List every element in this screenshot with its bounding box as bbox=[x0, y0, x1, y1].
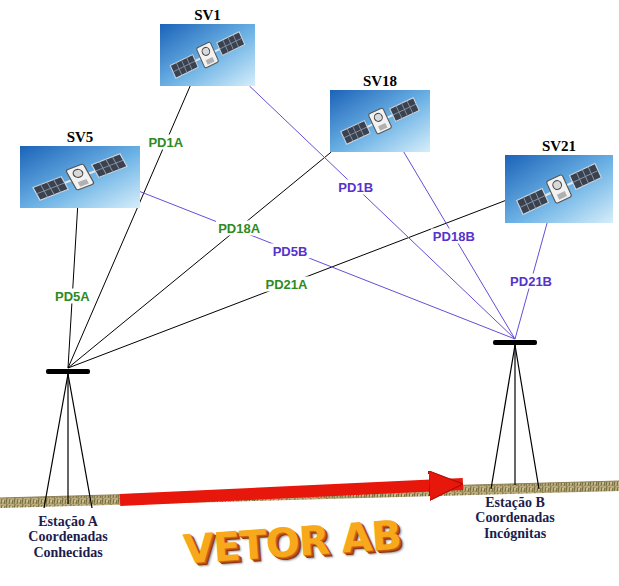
pseudorange-label: PD21A bbox=[264, 277, 310, 292]
satellite-picture bbox=[20, 146, 140, 208]
tripod-leg bbox=[515, 345, 539, 489]
range-line bbox=[404, 152, 515, 339]
tripod-leg bbox=[514, 345, 515, 485]
pseudorange-label: PD5B bbox=[271, 243, 310, 258]
tripod-leg bbox=[68, 374, 92, 508]
tripod-leg bbox=[44, 374, 68, 508]
antenna-bar bbox=[46, 369, 90, 374]
satellite-node: SV18 bbox=[330, 72, 430, 152]
satellite-icon bbox=[505, 155, 613, 223]
satellite-node: SV21 bbox=[505, 137, 613, 223]
range-line bbox=[249, 86, 515, 339]
station-node: Estação A Coordenadas Conhecidas bbox=[16, 368, 120, 560]
satellite-icon bbox=[330, 90, 430, 152]
satellite-picture bbox=[505, 155, 613, 223]
satellite-label: SV18 bbox=[330, 72, 430, 90]
pseudorange-label: PD1B bbox=[336, 180, 375, 195]
satellite-picture bbox=[160, 24, 255, 86]
tripod-symbol bbox=[16, 368, 120, 508]
tripod-leg bbox=[491, 345, 515, 489]
satellite-node: SV1 bbox=[160, 6, 255, 86]
station-label: Estação B Coordenadas Incógnitas bbox=[465, 495, 565, 541]
satellite-icon bbox=[20, 146, 140, 208]
tripod-symbol bbox=[463, 339, 567, 489]
station-label: Estação A Coordenadas Conhecidas bbox=[18, 514, 118, 560]
satellite-node: SV5 bbox=[20, 128, 140, 208]
satellite-label: SV1 bbox=[160, 6, 255, 24]
satellite-icon bbox=[160, 24, 255, 86]
range-line bbox=[68, 201, 505, 368]
satellite-label: SV21 bbox=[505, 137, 613, 155]
vector-title: VETOR AB bbox=[179, 511, 403, 572]
tripod-leg bbox=[67, 374, 68, 504]
pseudorange-label: PD1A bbox=[146, 135, 185, 150]
vector-arrow bbox=[120, 484, 463, 500]
antenna-bar bbox=[493, 340, 537, 345]
range-line bbox=[140, 192, 515, 339]
satellite-picture bbox=[330, 90, 430, 152]
station-node: Estação B Coordenadas Incógnitas bbox=[463, 339, 567, 541]
satellite-label: SV5 bbox=[20, 128, 140, 146]
pseudorange-label: PD18A bbox=[216, 220, 262, 235]
pseudorange-label: PD21B bbox=[508, 274, 554, 289]
pseudorange-label: PD18B bbox=[431, 229, 477, 244]
range-line bbox=[68, 86, 190, 368]
pseudorange-label: PD5A bbox=[53, 289, 92, 304]
